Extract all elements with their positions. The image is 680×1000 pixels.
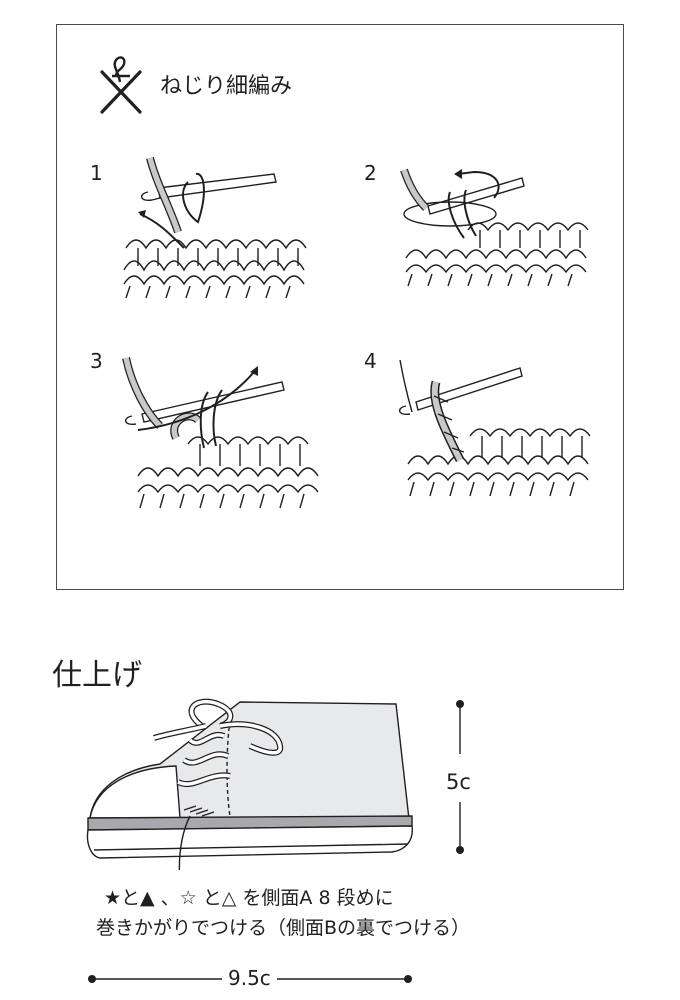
step-number-4: 4: [364, 349, 377, 373]
step-1-illustration: [123, 156, 307, 299]
step-number-3: 3: [90, 349, 103, 373]
step-2-illustration: [400, 168, 589, 287]
shoe-illustration: [86, 698, 413, 870]
finishing-title: 仕上げ: [52, 658, 142, 693]
twisted-stitch-symbol-icon: [100, 56, 142, 114]
step-number-2: 2: [364, 161, 377, 185]
step-3-illustration: [122, 357, 319, 509]
stitch-instruction-frame: [56, 24, 624, 590]
step-number-1: 1: [90, 161, 103, 185]
finishing-note-line-1: ★と▲ 、☆ と△ を側面A 8 段めに: [104, 887, 394, 909]
finishing-note-line-2: 巻きかがりでつける（側面Bの裏でつける）: [96, 917, 471, 939]
width-label: 9.5c: [222, 966, 277, 990]
step-4-illustration: [399, 359, 591, 497]
height-dimension-line: [456, 700, 464, 854]
stitch-name: ねじり細編み: [160, 74, 293, 99]
height-label: 5c: [446, 770, 471, 794]
